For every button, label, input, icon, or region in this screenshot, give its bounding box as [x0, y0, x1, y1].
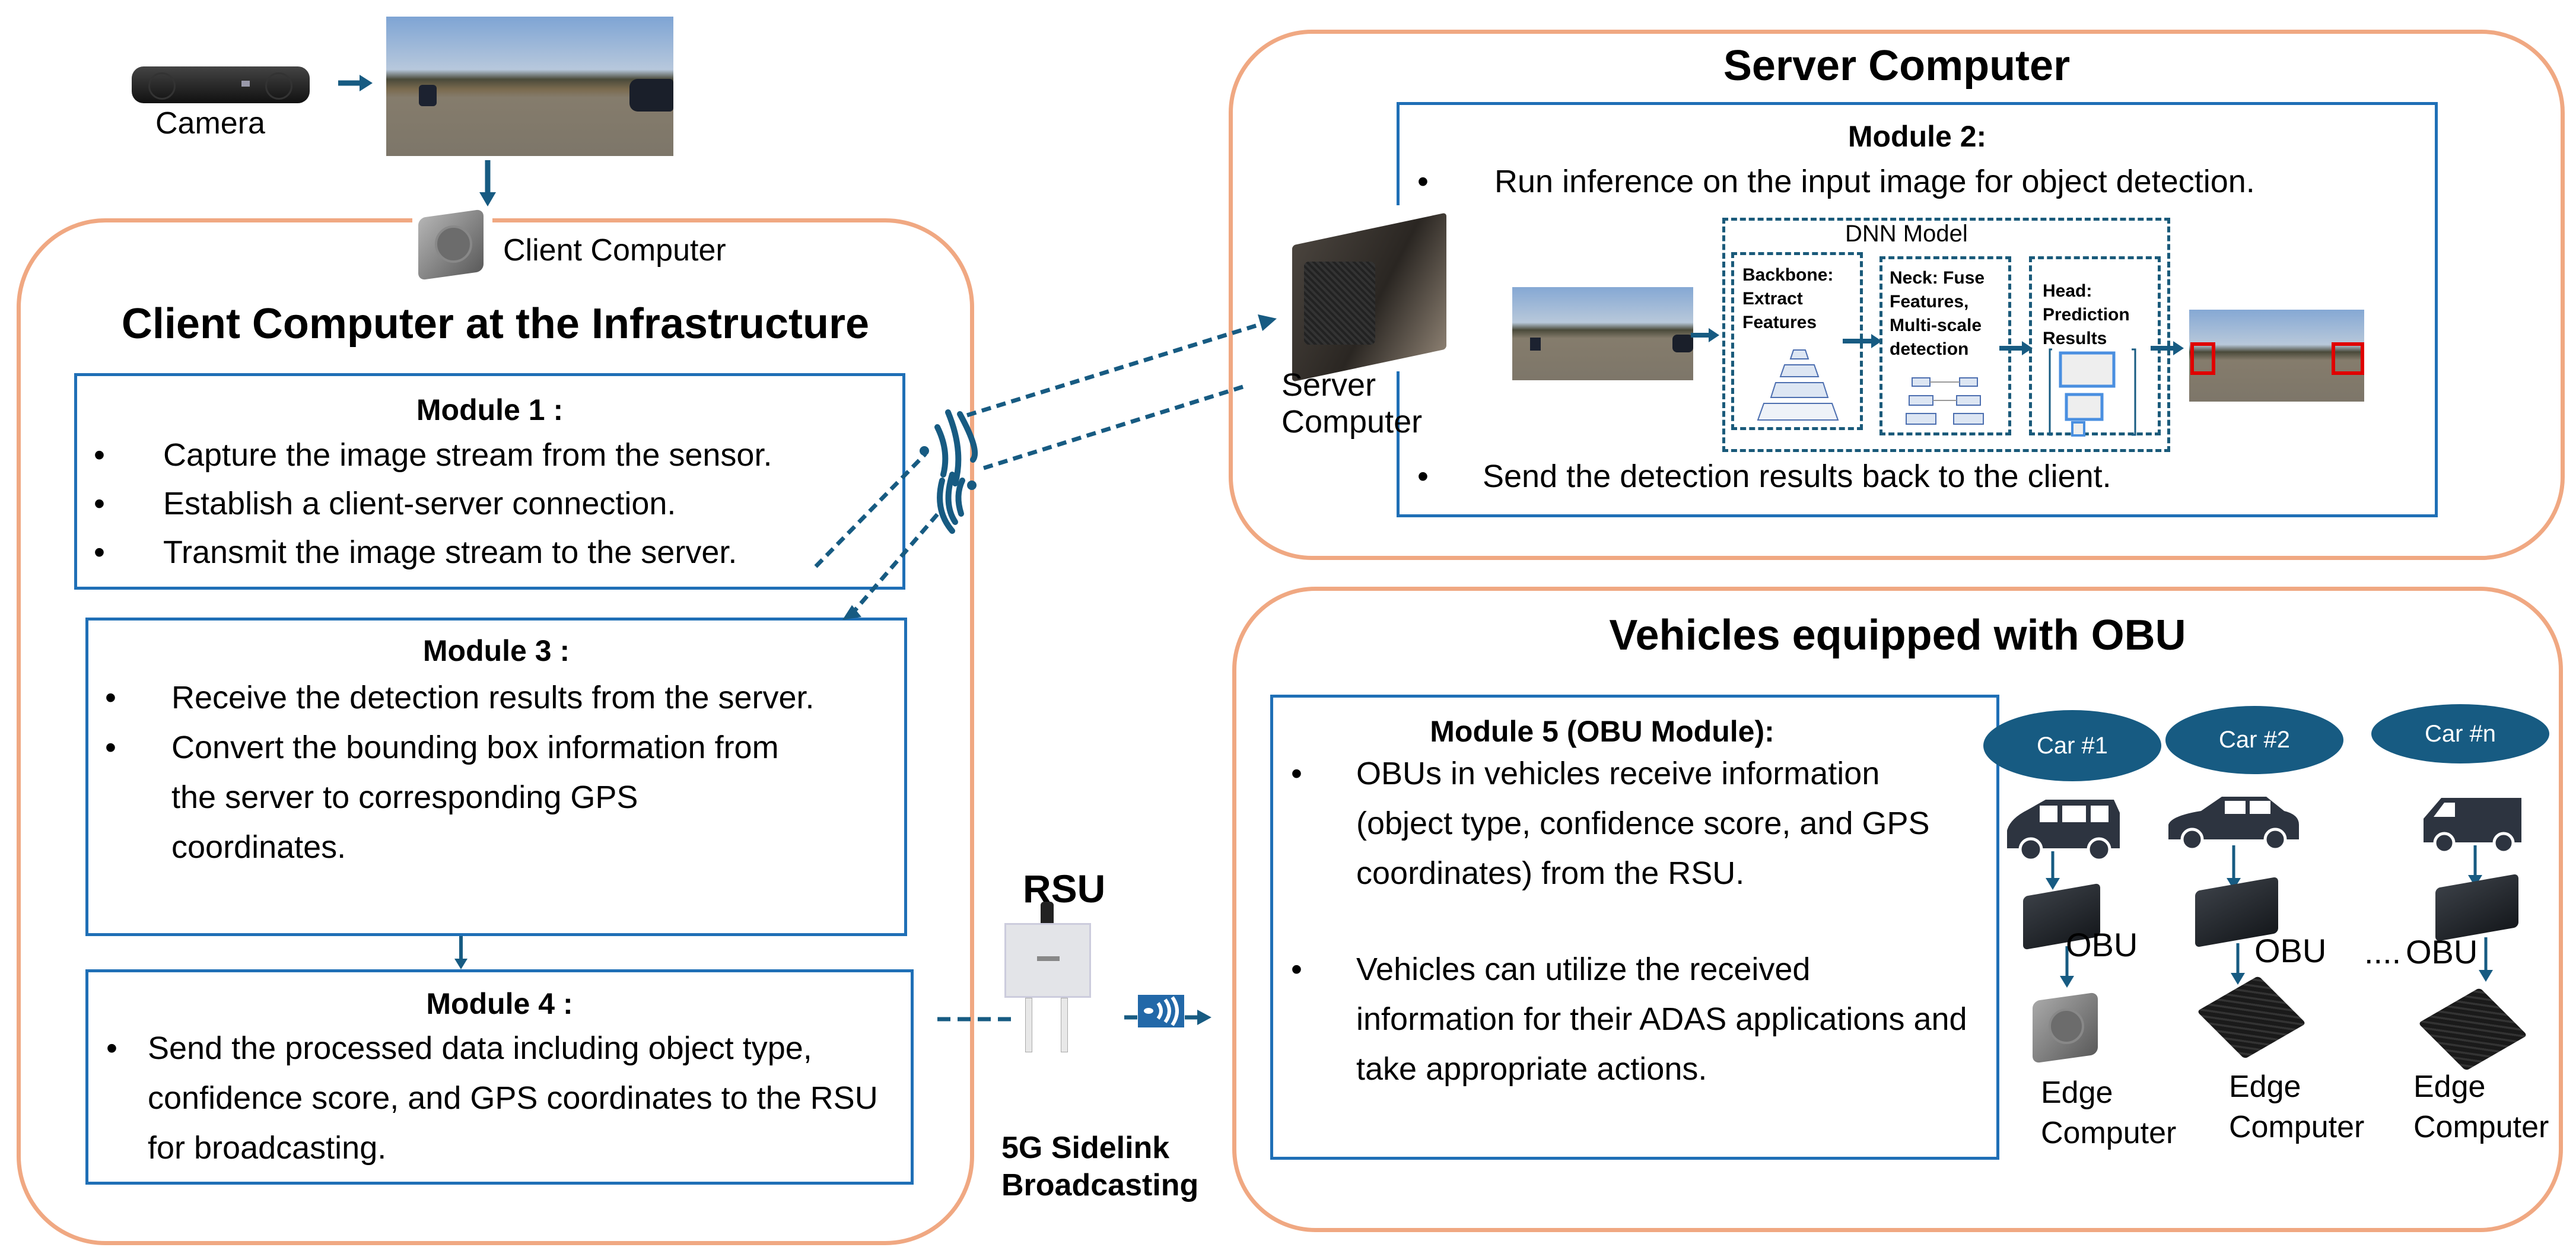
- dnn-model-title: DNN Model: [1845, 221, 1968, 247]
- module3-to-module4-arrow: [454, 936, 468, 969]
- module-1-box: Module 1 : •Capture the image stream fro…: [74, 373, 905, 590]
- module-3-bullet: •Convert the bounding box information fr…: [105, 730, 779, 865]
- van-icon: [2424, 798, 2521, 854]
- server-computer-label-line1: Server: [1281, 367, 1376, 403]
- module-1-title: Module 1 :: [416, 393, 564, 427]
- module-2-title: Module 2:: [1847, 120, 1987, 153]
- feature-pyramid-icon: [1757, 349, 1839, 421]
- client-computer-icon: [412, 209, 492, 286]
- car-badge-2: Car #2: [2165, 706, 2343, 774]
- obu-label: OBU: [2066, 926, 2138, 963]
- ellipsis-label: ....: [2364, 933, 2402, 971]
- input-to-dnn-arrow: [1691, 328, 1719, 342]
- client-computer-label: Client Computer: [503, 233, 726, 268]
- module-3-title: Module 3 :: [422, 634, 570, 667]
- module-3-box: Module 3 : •Receive the detection result…: [85, 618, 907, 936]
- dnn-input-image: [1512, 287, 1693, 380]
- image-to-client-arrow: [479, 160, 496, 206]
- module-2-bullet: •Run inference on the input image for ob…: [1417, 164, 2255, 199]
- module-3-bullet: •Receive the detection results from the …: [105, 680, 815, 715]
- downlink-arrowhead: [842, 605, 861, 620]
- server-region-title: Server Computer: [1723, 42, 2071, 90]
- edge-computer-icon: [2028, 992, 2105, 1066]
- module-4-box: Module 4 : •Send the processed data incl…: [85, 969, 914, 1185]
- module-4-bullet: •Send the processed data including objec…: [106, 1030, 878, 1166]
- rsu-to-vehicles-arrowhead: [1197, 1010, 1211, 1025]
- prediction-heads-icon: [2049, 348, 2136, 437]
- downlink-arrow: [853, 384, 1244, 613]
- vehicles-region-title: Vehicles equipped with OBU: [1609, 612, 2186, 659]
- module-1-bullet: •Capture the image stream from the senso…: [94, 437, 772, 473]
- obu-label: OBU: [2254, 932, 2327, 969]
- module-5-bullet: •Vehicles can utilize the received infor…: [1291, 952, 1967, 1087]
- car-badge-n: Car #n: [2371, 704, 2549, 763]
- client-region-title: Client Computer at the Infrastructure: [121, 300, 870, 348]
- neck-box: Neck: Fuse Features, Multi-scale detecti…: [1879, 256, 2011, 435]
- road-image: [386, 17, 673, 156]
- dnn-output-image: [2189, 310, 2364, 402]
- backbone-to-neck-arrow: [1843, 334, 1882, 348]
- camera-label: Camera: [155, 106, 265, 141]
- module-5-bullet: •OBUs in vehicles receive information (o…: [1291, 756, 1930, 891]
- detection-box: [2332, 342, 2364, 375]
- dnn-model-box: [1722, 218, 2170, 452]
- vehicles-region: [1232, 587, 2563, 1232]
- wireless-signal-icon: [937, 472, 977, 534]
- uplink-arrowhead: [1258, 314, 1277, 331]
- server-computer-label-line2: Computer: [1281, 404, 1423, 440]
- module-4-title: Module 4 :: [426, 987, 573, 1020]
- module-1-bullet: •Transmit the image stream to the server…: [94, 534, 737, 570]
- camera-icon: [132, 66, 310, 103]
- server-computer-icon: [1286, 205, 1458, 382]
- car-badge-1: Car #1: [1983, 710, 2161, 781]
- broadcast-signal-icon: [1138, 995, 1184, 1027]
- client-region: [17, 218, 974, 1245]
- obu-label: OBU: [2406, 933, 2478, 971]
- server-region: [1229, 30, 2565, 560]
- head-to-output-arrow: [2151, 341, 2184, 355]
- wireless-signal-icon: [920, 409, 978, 486]
- sedan-icon: [2168, 797, 2299, 851]
- rsu-caption-line1: 5G Sidelink: [1001, 1131, 1170, 1165]
- rsu-caption-line2: Broadcasting: [1001, 1168, 1199, 1202]
- minivan-icon: [2007, 800, 2120, 862]
- rsu-label: RSU: [1023, 867, 1106, 911]
- neck-fusion-icon: [1906, 377, 1984, 425]
- module-2-bullet: •Send the detection results back to the …: [1417, 459, 2111, 494]
- module-5-title: Module 5 (OBU Module):: [1430, 715, 1774, 748]
- module-1-bullet: •Establish a client-server connection.: [94, 486, 676, 521]
- neck-to-head-arrow: [1999, 341, 2033, 355]
- module-5-box: Module 5 (OBU Module): •OBUs in vehicles…: [1270, 695, 1999, 1160]
- detection-box: [2190, 342, 2215, 375]
- uplink-arrow: [814, 321, 1265, 568]
- backbone-box: Backbone: Extract Features: [1731, 252, 1863, 430]
- camera-to-image-arrow: [338, 75, 373, 91]
- rsu-device-icon: [1001, 902, 1096, 1062]
